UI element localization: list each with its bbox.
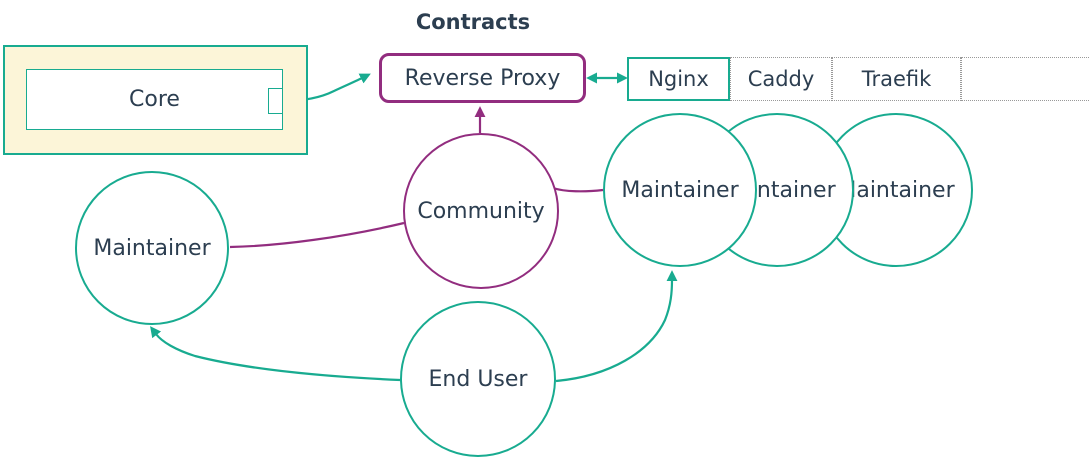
nginx-label: Nginx xyxy=(648,67,709,91)
proxy-cell-traefik: Traefik xyxy=(832,57,961,101)
reverse-proxy-node: Reverse Proxy xyxy=(379,53,586,103)
diagram-title: Contracts xyxy=(415,10,531,34)
proxy-cell-empty xyxy=(961,57,1090,101)
core-port-connector xyxy=(268,88,283,114)
maintainer-right-circle-1: Maintainer xyxy=(603,113,757,267)
core-label: Core xyxy=(129,87,180,112)
edge-end-user-to-maintainer-left xyxy=(150,326,401,382)
proxy-cell-caddy: Caddy xyxy=(730,57,832,101)
edge-end-user-to-maintainer-right xyxy=(555,270,678,383)
edge-community-maintainer-right xyxy=(552,186,604,193)
maintainer-left-label: Maintainer xyxy=(93,235,211,261)
edge-maintainer-left-community xyxy=(229,221,405,249)
maintainer-right-1-label: Maintainer xyxy=(621,177,739,203)
caddy-label: Caddy xyxy=(747,67,815,91)
traefik-label: Traefik xyxy=(861,67,932,91)
community-label: Community xyxy=(417,198,545,224)
maintainer-left-circle: Maintainer xyxy=(75,171,229,325)
core-node: Core xyxy=(26,69,283,130)
reverse-proxy-label: Reverse Proxy xyxy=(404,65,561,91)
maintainer-right-3-label: Maintainer xyxy=(837,177,955,203)
end-user-label: End User xyxy=(428,366,528,392)
community-circle: Community xyxy=(403,133,559,289)
end-user-circle: End User xyxy=(400,301,556,457)
proxy-cell-nginx: Nginx xyxy=(627,57,730,101)
